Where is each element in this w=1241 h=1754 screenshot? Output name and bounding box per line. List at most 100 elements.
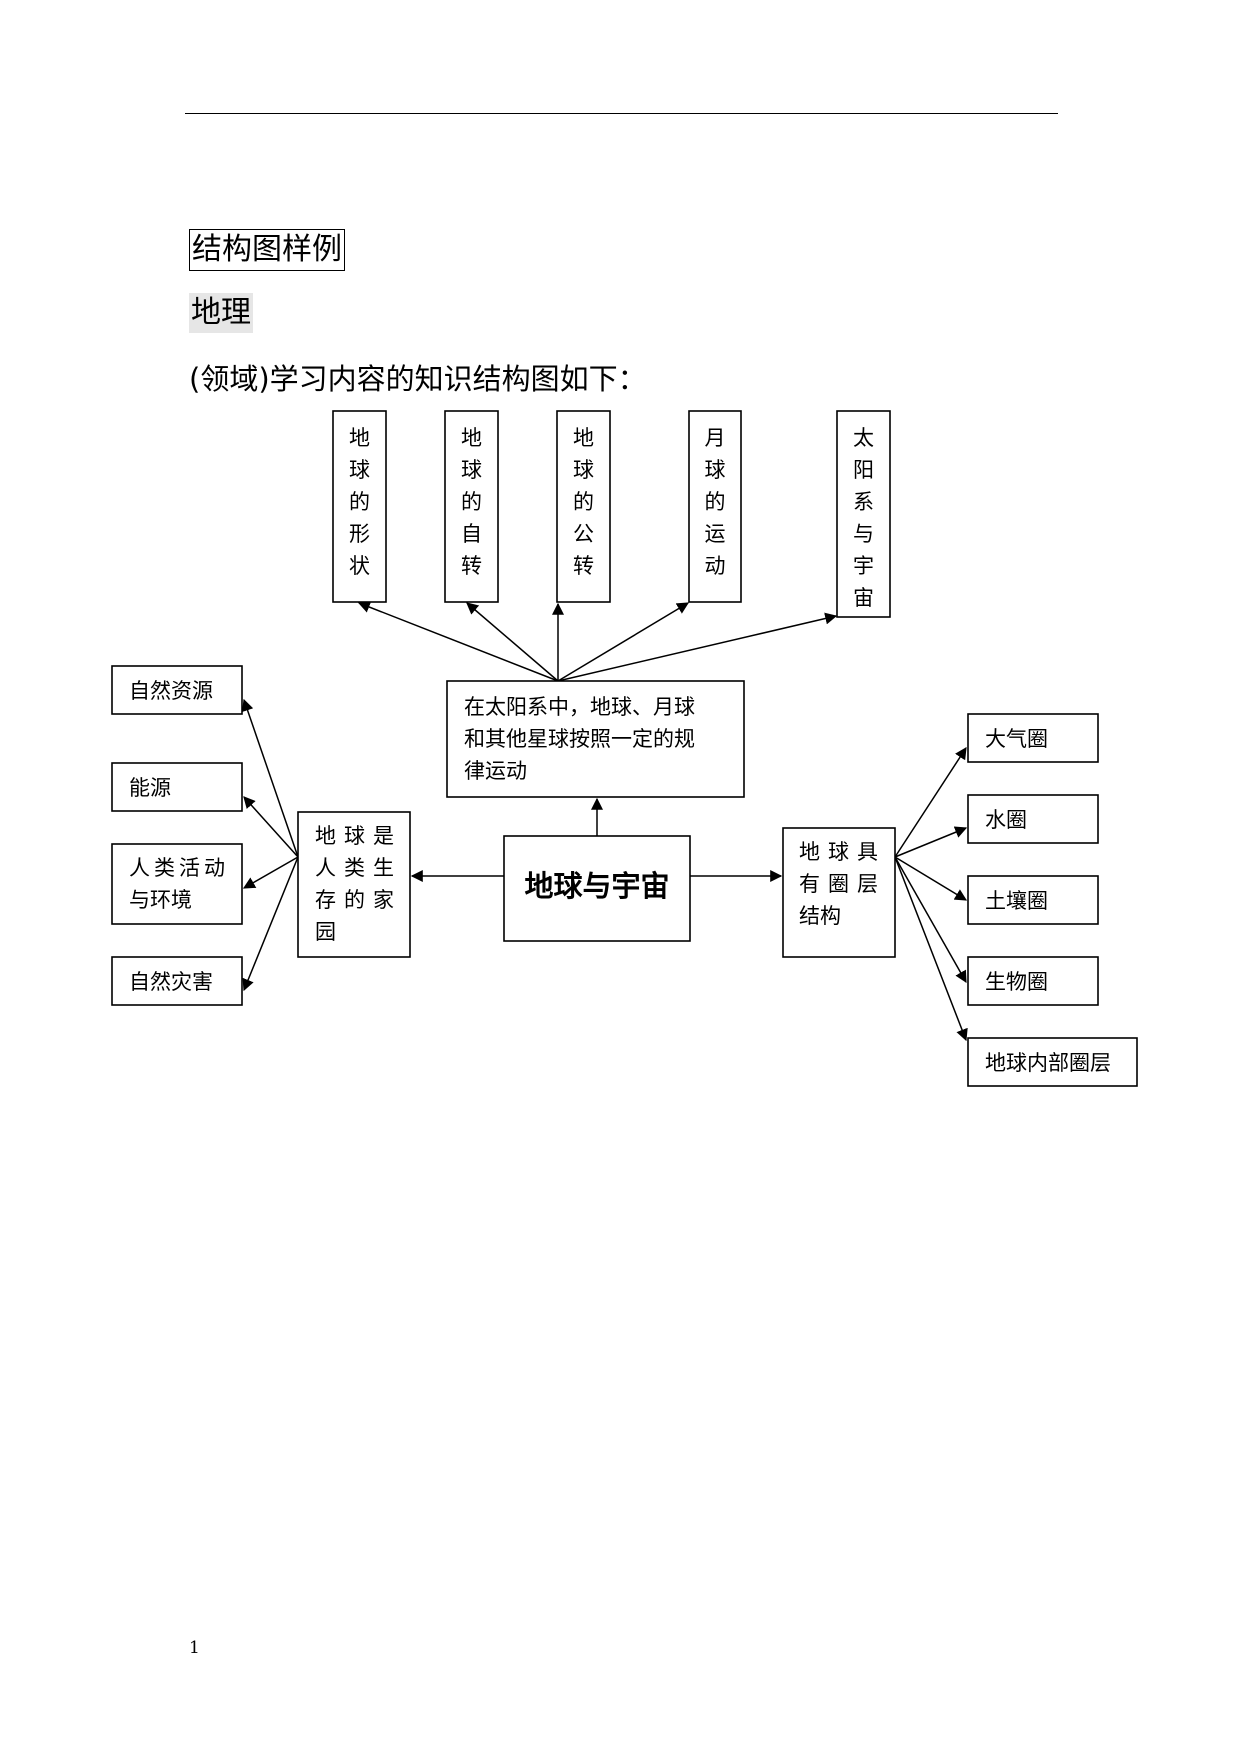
top-child-char: 球 [705, 458, 726, 482]
left-node-text-line: 人类生 [315, 856, 402, 880]
left-child-2: 能源 [111, 762, 243, 812]
edge-left-to-child-2 [243, 796, 299, 858]
header-rule [185, 113, 1058, 114]
left-child-text-line: 人类活动 [129, 856, 229, 880]
top-child-char: 动 [705, 554, 726, 578]
edge-right-to-child-1 [894, 746, 967, 858]
top-child-char: 的 [573, 490, 594, 514]
subject-label: 地理 [189, 293, 253, 333]
right-child-5: 地球内部圈层 [967, 1037, 1138, 1087]
diagram-nodes: 地球与宇宙在太阳系中，地球、月球和其他星球按照一定的规律运动地球的形状地球的自转… [111, 410, 1138, 1087]
right-child-4: 生物圈 [967, 956, 1099, 1006]
top-child-char: 公 [573, 522, 594, 546]
intro-text: (领域)学习内容的知识结构图如下： [189, 362, 647, 396]
top-child-char: 的 [349, 490, 370, 514]
top-child-char: 系 [853, 490, 874, 514]
left-child-label: 能源 [129, 776, 171, 800]
top-child-char: 形 [349, 522, 370, 546]
right-child-1-box [967, 713, 1099, 763]
edge-right-to-child-5 [894, 856, 968, 1042]
top-child-char: 地 [573, 426, 594, 450]
top-child-char: 的 [705, 490, 726, 514]
right-node-box [782, 827, 896, 958]
right-node-text-line: 有圈层 [799, 872, 886, 896]
right-child-label: 水圈 [985, 808, 1027, 832]
right-child-label: 土壤圈 [985, 889, 1048, 913]
top-child-char: 状 [349, 554, 370, 578]
top-child-char: 宇 [853, 554, 874, 578]
top-node-text-line: 和其他星球按照一定的规 [464, 727, 695, 751]
right-child-2-box [967, 794, 1099, 844]
top-child-char: 阳 [853, 458, 874, 482]
right-child-3-box [967, 875, 1099, 925]
center-node-label: 地球与宇宙 [524, 869, 669, 903]
top-child-char: 自 [461, 522, 482, 546]
edge-right-to-child-4 [894, 856, 967, 984]
edge-right-to-child-2 [894, 826, 968, 858]
right-node-text-line: 地球具 [799, 840, 886, 864]
center-node-box [503, 835, 691, 942]
right-child-1: 大气圈 [967, 713, 1099, 763]
left-child-1: 自然资源 [111, 665, 243, 715]
top-child-4-box [688, 410, 742, 603]
right-child-3: 土壤圈 [967, 875, 1099, 925]
center-node: 地球与宇宙 [503, 835, 691, 942]
left-child-2-box [111, 762, 243, 812]
left-child-text-line: 与环境 [129, 888, 192, 912]
document-title: 结构图样例 [189, 229, 345, 271]
top-child-2-box [444, 410, 499, 603]
top-child-char: 运 [705, 522, 726, 546]
top-node-box [446, 680, 745, 798]
left-child-1-box [111, 665, 243, 715]
top-child-char: 转 [573, 554, 594, 578]
top-child-char: 球 [349, 458, 370, 482]
top-child-char: 与 [853, 522, 874, 546]
right-child-label: 地球内部圈层 [985, 1051, 1111, 1075]
right-node-text-line: 结构 [799, 904, 841, 928]
top-child-char: 宙 [853, 586, 874, 610]
edge-top-to-child-5 [557, 612, 838, 682]
left-node-box [297, 811, 411, 958]
top-child-char: 地 [349, 426, 370, 450]
top-node-text-line: 律运动 [464, 759, 527, 783]
top-child-char: 地 [461, 426, 482, 450]
right-child-2: 水圈 [967, 794, 1099, 844]
left-child-label: 自然灾害 [129, 970, 213, 994]
right-child-5-box [967, 1037, 1138, 1087]
top-node-text-line: 在太阳系中，地球、月球 [464, 695, 695, 719]
left-node-text-line: 存的家 [315, 888, 402, 912]
left-child-4: 自然灾害 [111, 956, 243, 1006]
edge-left-to-child-1 [241, 698, 299, 858]
right-child-4-box [967, 956, 1099, 1006]
top-child-1-box [332, 410, 387, 603]
top-child-char: 月 [705, 426, 726, 450]
left-child-4-box [111, 956, 243, 1006]
right-child-label: 生物圈 [985, 970, 1048, 994]
edge-right-to-child-3 [894, 856, 968, 901]
left-node-text-line: 园 [315, 920, 336, 944]
top-child-5-box [836, 410, 891, 618]
left-child-3-box [111, 843, 243, 925]
page-number: 1 [189, 1638, 200, 1658]
top-child-char: 球 [573, 458, 594, 482]
top-child-3-box [556, 410, 611, 603]
edge-top-to-child-1 [357, 601, 559, 682]
diagram-edges [241, 601, 968, 1042]
top-child-char: 球 [461, 458, 482, 482]
top-child-char: 的 [461, 490, 482, 514]
edge-top-to-child-2 [466, 602, 559, 682]
edge-left-to-child-3 [242, 856, 299, 889]
edge-left-to-child-4 [242, 856, 299, 992]
edge-top-to-child-4 [557, 602, 690, 682]
right-child-label: 大气圈 [985, 727, 1048, 751]
